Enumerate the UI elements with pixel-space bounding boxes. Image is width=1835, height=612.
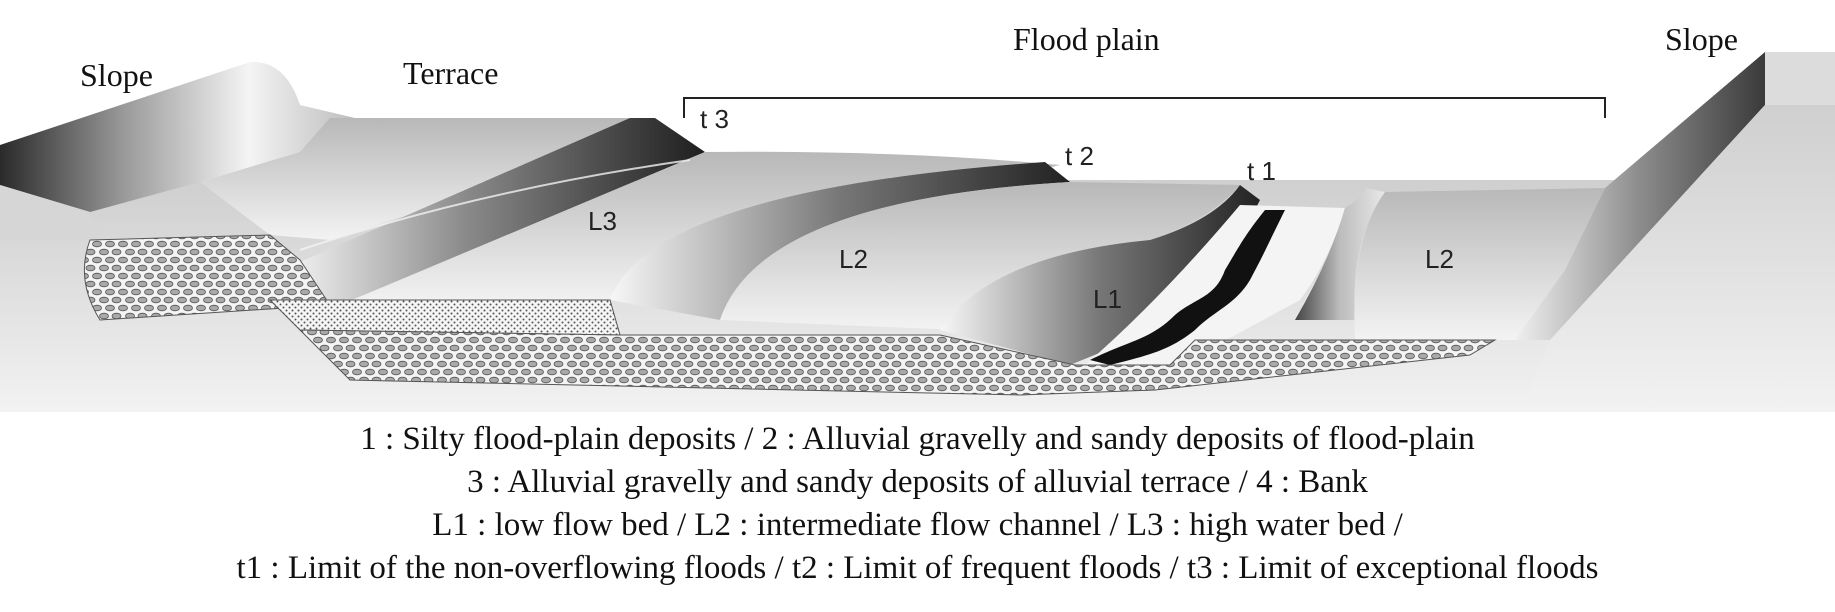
terrace-sand-deposit bbox=[268, 299, 621, 336]
flood-plain-gravel-deposit bbox=[298, 329, 1497, 396]
caption-line-3: L1 : low flow bed / L2 : intermediate fl… bbox=[432, 507, 1403, 543]
slope-left-side bbox=[0, 185, 100, 240]
slope-right-top bbox=[1765, 52, 1835, 105]
t1-label: t 1 bbox=[1247, 156, 1276, 186]
l3-label: L3 bbox=[588, 206, 617, 236]
l1-label: L1 bbox=[1093, 284, 1122, 314]
caption-line-4: t1 : Limit of the non-overflowing floods… bbox=[236, 550, 1599, 586]
right-bank bbox=[1295, 188, 1385, 320]
intermediate-channel-surface-left bbox=[720, 182, 1240, 330]
l3-streak bbox=[299, 159, 691, 251]
legend-caption: 1 : Silty flood-plain deposits / 2 : All… bbox=[0, 418, 1835, 590]
flood-plain-bracket bbox=[683, 97, 1606, 118]
terrace-gravel-deposit bbox=[83, 234, 331, 321]
slope-left-label: Slope bbox=[80, 57, 153, 93]
terrace-label: Terrace bbox=[403, 55, 498, 91]
slope-right-face bbox=[1515, 52, 1765, 340]
caption-line-1: 1 : Silty flood-plain deposits / 2 : All… bbox=[360, 421, 1475, 457]
flood-plain-label: Flood plain bbox=[1013, 21, 1160, 57]
slope-right-base bbox=[1520, 105, 1835, 412]
slope-left-face bbox=[0, 61, 355, 213]
t2-label: t 2 bbox=[1065, 141, 1094, 171]
terrace-scarp bbox=[270, 118, 705, 305]
intermediate-channel-surface-right bbox=[1354, 188, 1605, 340]
t3-label: t 3 bbox=[700, 104, 729, 134]
intermediate-channel-scarp bbox=[610, 162, 1070, 320]
l2-left-label: L2 bbox=[839, 244, 868, 274]
slope-right-label: Slope bbox=[1665, 21, 1738, 57]
l2-right-label: L2 bbox=[1425, 244, 1454, 274]
valley-cross-section-diagram: Slope Terrace Flood plain Slope t 3 t 2 … bbox=[0, 21, 1835, 412]
river-channel bbox=[1090, 210, 1285, 365]
caption-line-2: 3 : Alluvial gravelly and sandy deposits… bbox=[467, 464, 1368, 500]
terrace-surface bbox=[200, 118, 655, 240]
low-flow-bed bbox=[1085, 205, 1345, 365]
